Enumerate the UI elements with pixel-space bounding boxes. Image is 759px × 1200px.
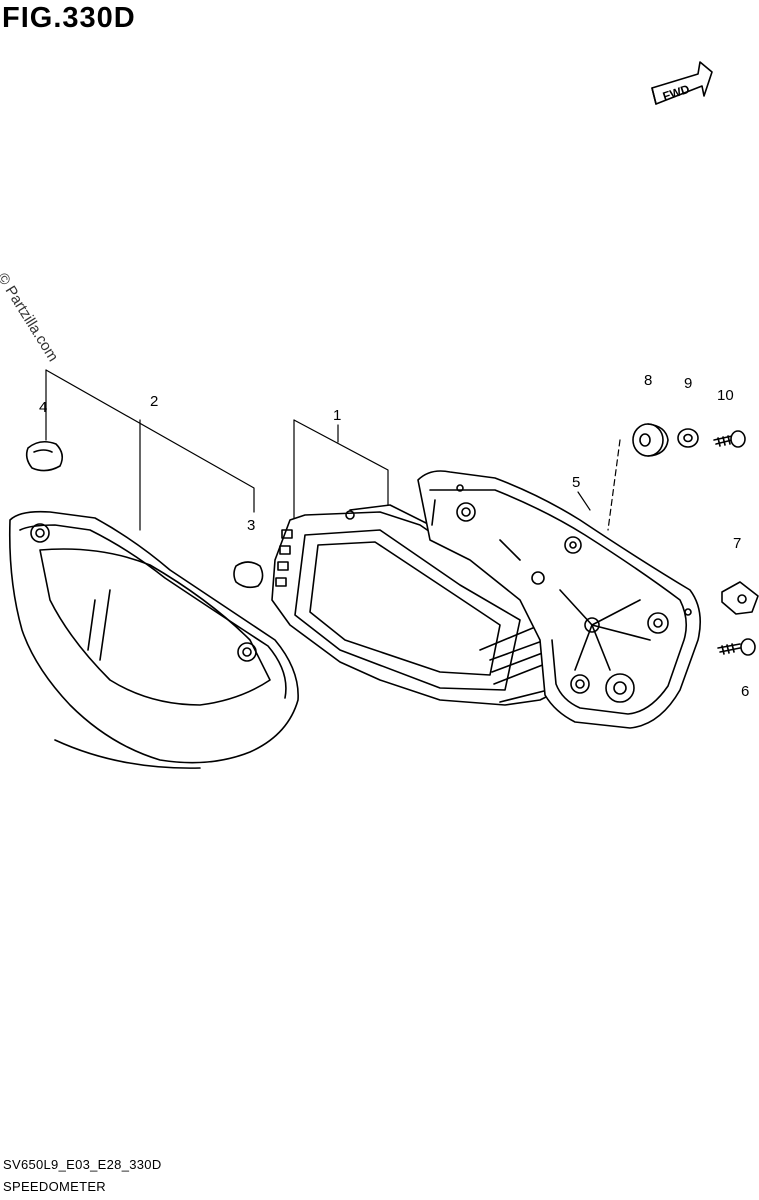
leader-lines [45, 369, 621, 531]
washer-part-9 [677, 428, 699, 448]
fwd-arrow-icon: FWD [651, 61, 713, 105]
figure-title: FIG.330D [2, 2, 136, 34]
callout-5: 5 [572, 474, 580, 491]
callout-3: 3 [247, 517, 255, 534]
callout-6: 6 [741, 683, 749, 700]
callout-9: 9 [684, 375, 692, 392]
cushion-part-8 [632, 423, 669, 457]
callout-4: 4 [39, 399, 47, 416]
callout-10: 10 [717, 387, 734, 404]
callout-7: 7 [733, 535, 741, 552]
grommet-part-3 [233, 561, 264, 589]
model-code: SV650L9_E03_E28_330D [3, 1157, 162, 1172]
meter-case-part [417, 470, 701, 729]
screw-part-10 [713, 430, 746, 448]
callout-1: 1 [333, 407, 341, 424]
callout-2: 2 [150, 393, 158, 410]
meter-assembly-part [271, 504, 576, 706]
screw-part-6 [717, 638, 756, 656]
nut-part-7 [721, 581, 759, 615]
section-name: SPEEDOMETER [3, 1179, 106, 1194]
grommet-part-4 [25, 440, 64, 472]
meter-cover-part [8, 510, 299, 769]
callout-8: 8 [644, 372, 652, 389]
